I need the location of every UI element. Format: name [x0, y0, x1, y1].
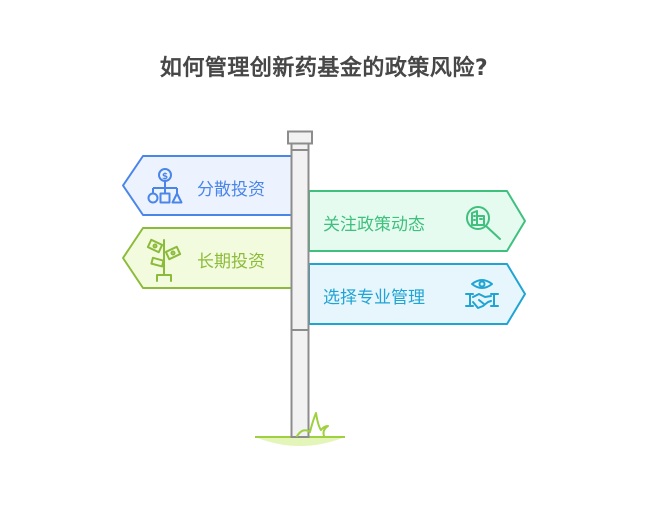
svg-text:$: $ — [162, 172, 168, 182]
money-hierarchy-icon: $ — [147, 168, 183, 204]
sign-long-term-label: 长期投资 — [197, 252, 265, 272]
grass-ground — [255, 436, 345, 446]
grass-tuft-icon — [296, 412, 329, 437]
sign-professional-label: 选择专业管理 — [323, 288, 425, 308]
sign-policy-label: 关注政策动态 — [323, 215, 425, 235]
diagram-title: 如何管理创新药基金的政策风险? — [159, 56, 489, 81]
handshake-eye-icon — [465, 279, 499, 309]
sign-diversify-label: 分散投资 — [197, 180, 265, 200]
money-plant-icon — [146, 238, 182, 282]
magnify-building-icon — [466, 206, 501, 240]
